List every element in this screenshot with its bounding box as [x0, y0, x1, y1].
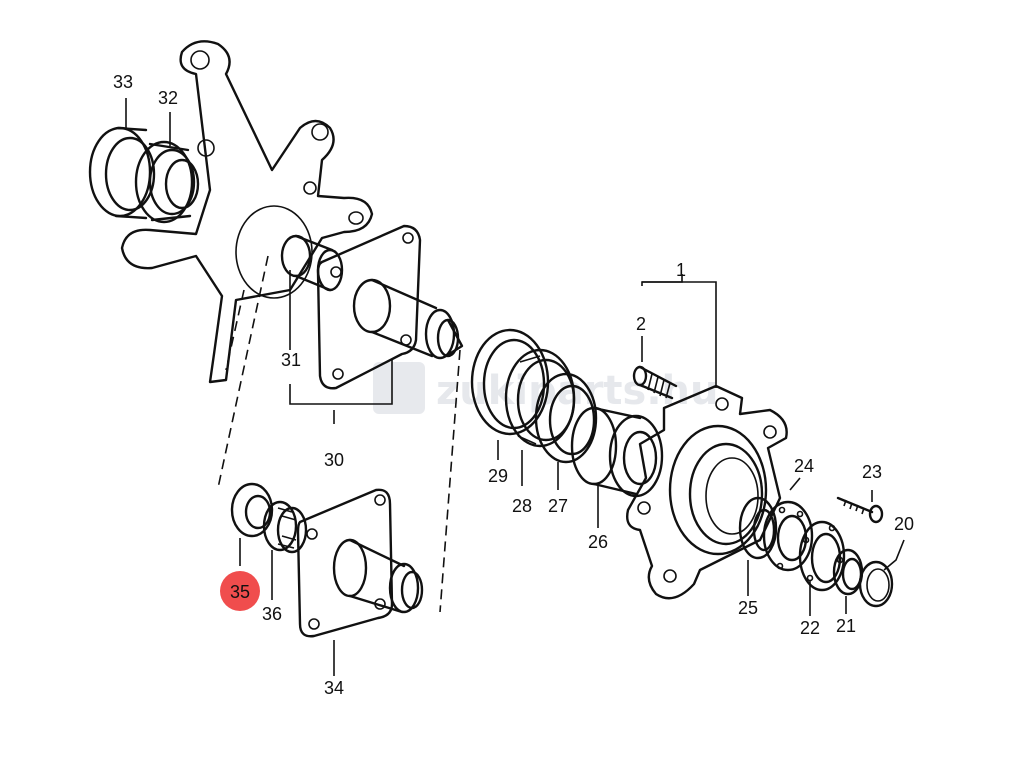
part-25-seal	[738, 496, 778, 560]
callout-33[interactable]: 33	[113, 72, 133, 92]
callout-20[interactable]: 20	[894, 514, 914, 534]
part-2-stud	[632, 365, 678, 400]
callout-27[interactable]: 27	[548, 496, 568, 516]
part-36-bearing	[262, 500, 308, 554]
callout-34[interactable]: 34	[324, 678, 344, 698]
part-20-circlip	[858, 560, 894, 608]
highlight-marker[interactable]	[220, 571, 260, 611]
part-22-lockwasher	[798, 520, 846, 592]
callout-24[interactable]: 24	[794, 456, 814, 476]
callout-23[interactable]: 23	[862, 462, 882, 482]
part-28-ring	[504, 348, 576, 448]
part-30-spindle	[316, 224, 464, 390]
part-35-washer	[230, 482, 274, 538]
callout-28[interactable]: 28	[512, 496, 532, 516]
callout-25[interactable]: 25	[738, 598, 758, 618]
part-34-spindle	[296, 488, 424, 638]
leader-lines	[125, 98, 905, 676]
part-33-seal	[88, 126, 156, 220]
steering-knuckle	[120, 40, 374, 384]
watermark: zukiparts.hu	[373, 362, 719, 414]
part-32-seal	[134, 140, 200, 224]
callout-22[interactable]: 22	[800, 618, 820, 638]
assembly-lines	[217, 255, 461, 613]
callout-30[interactable]: 30	[324, 450, 344, 470]
callout-21[interactable]: 21	[836, 616, 856, 636]
watermark-logo-icon	[373, 362, 425, 414]
part-31-bushing	[280, 234, 344, 292]
callout-31[interactable]: 31	[281, 350, 301, 370]
part-24-washer	[762, 500, 814, 572]
callout-2[interactable]: 2	[636, 314, 646, 334]
part-26-bearing	[570, 406, 664, 498]
callout-29[interactable]: 29	[488, 466, 508, 486]
callout-35[interactable]: 35	[230, 582, 250, 602]
callout-26[interactable]: 26	[588, 532, 608, 552]
callout-1[interactable]: 1	[676, 260, 686, 280]
part-23-screw	[836, 496, 884, 524]
watermark-text: zukiparts.hu	[436, 368, 719, 414]
callouts: 33 32 1 2 31 30 29 28 27 26 24 23 20 25 …	[113, 72, 914, 698]
part-1-hub	[626, 384, 788, 600]
callout-36[interactable]: 36	[262, 604, 282, 624]
part-27-ring	[534, 372, 598, 464]
callout-32[interactable]: 32	[158, 88, 178, 108]
